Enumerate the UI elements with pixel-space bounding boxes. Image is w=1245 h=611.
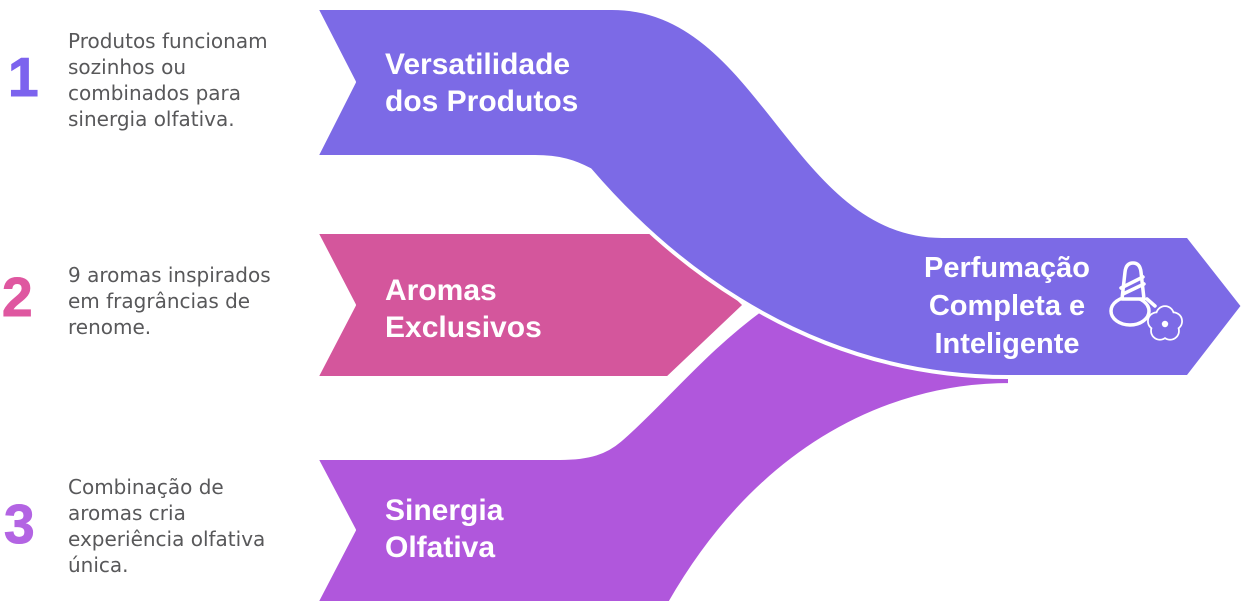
step-2-number: 2 — [2, 266, 34, 328]
step-1-number: 1 — [8, 46, 40, 108]
step-1-description: Produtos funcionam sozinhos ou combinado… — [68, 29, 268, 131]
outcome-label: Perfumação Completa e Inteligente — [923, 252, 1090, 360]
step-3-number: 3 — [4, 493, 36, 555]
flower-center-dot — [1161, 320, 1169, 328]
step-3-ribbon-label: Sinergia Olfativa — [385, 494, 504, 564]
spray-line — [1145, 297, 1157, 308]
step-2-ribbon-label: Aromas Exclusivos — [385, 274, 542, 344]
bottle-cap-stripe — [1119, 275, 1146, 296]
perfume-bottle-icon — [1109, 261, 1157, 327]
perfume-bottle-flower-icon — [1109, 261, 1183, 341]
flower-icon — [1147, 305, 1183, 341]
step-2-description: 9 aromas inspirados em fragrâncias de re… — [68, 263, 271, 339]
step-1-ribbon-label: Versatilidade dos Produtos — [385, 48, 579, 118]
step-3-description: Combinação de aromas cria experiência ol… — [68, 475, 266, 577]
ribbon-versatilidade-and-output-arrow — [314, 6, 1245, 379]
